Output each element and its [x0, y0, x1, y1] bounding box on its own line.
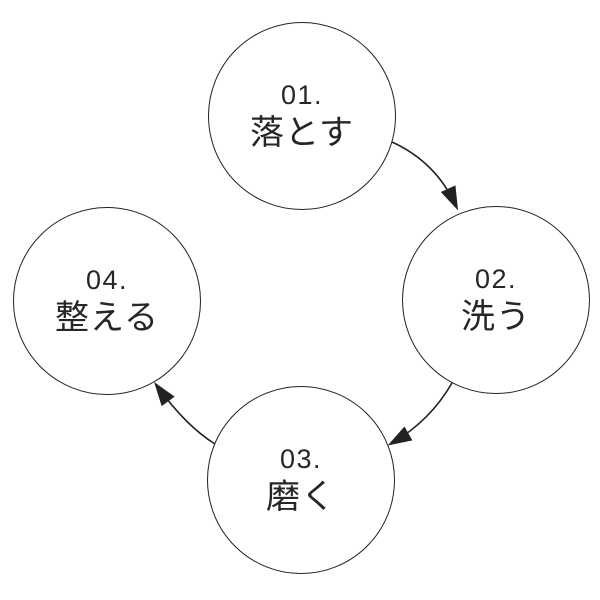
step-label: 整える [55, 299, 159, 337]
node-step-2: 02. 洗う [402, 206, 590, 394]
step-number: 02. [474, 264, 518, 294]
node-step-3: 03. 磨く [207, 386, 395, 574]
step-label: 磨く [266, 478, 336, 516]
step-label: 洗う [461, 298, 531, 336]
node-step-1: 01. 落とす [208, 22, 396, 210]
step-number: 01. [280, 80, 324, 110]
step-number: 04. [85, 265, 129, 295]
arrow-step1-to-step2-icon [391, 141, 459, 211]
node-step-4: 04. 整える [13, 207, 201, 395]
arrow-step3-to-step4-icon [154, 381, 216, 445]
step-number: 03. [279, 444, 323, 474]
step-label: 落とす [250, 114, 354, 152]
arrow-step2-to-step3-icon [387, 382, 453, 446]
